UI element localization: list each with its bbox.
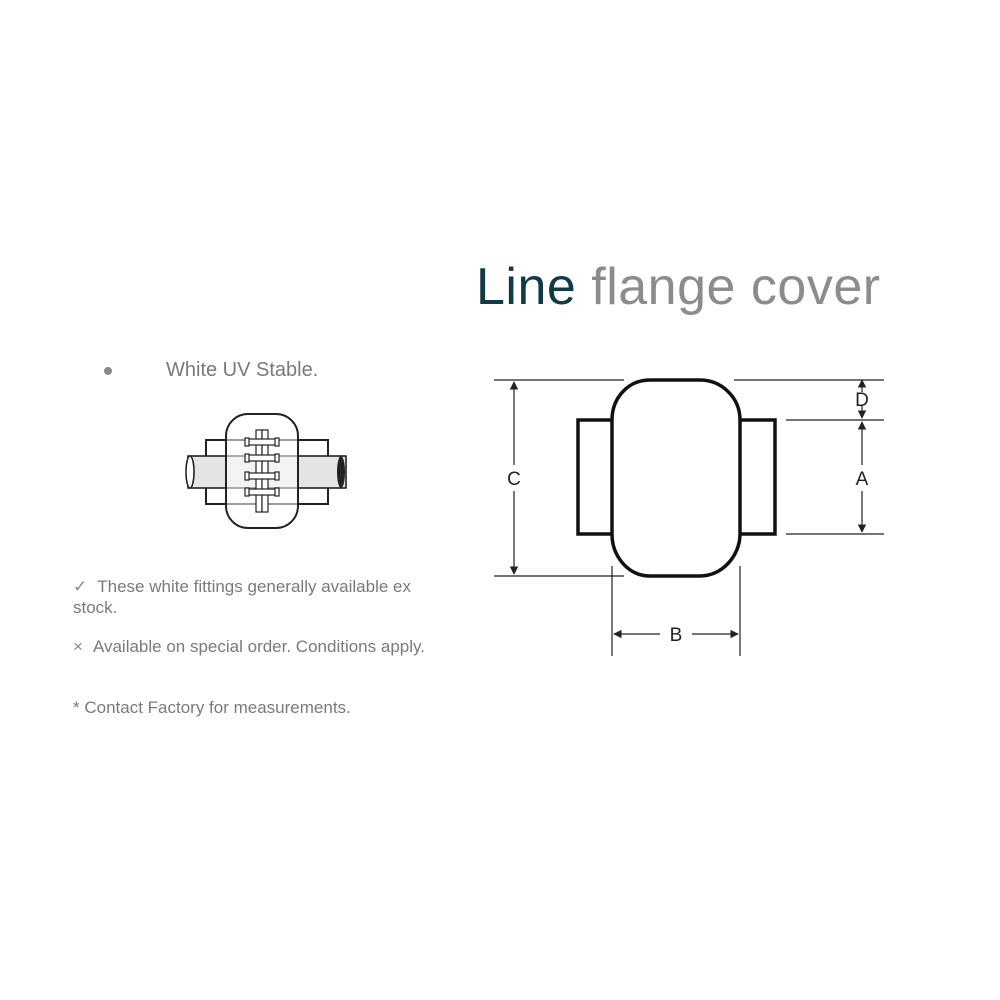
cover-body-outline — [610, 378, 742, 578]
dimension-diagram: C A D B — [494, 378, 884, 656]
note-special-order-text: Available on special order. Conditions a… — [92, 637, 425, 656]
page-title: Line flange cover — [476, 255, 881, 319]
feature-text: White UV Stable. — [166, 359, 319, 381]
note-stock-text: These white fittings generally available… — [73, 577, 411, 617]
check-icon: ✓ — [73, 577, 88, 596]
note-special-order: × Available on special order. Conditions … — [73, 636, 433, 657]
dim-label-a: A — [856, 469, 869, 490]
cross-icon: × — [73, 637, 83, 656]
dim-label-d: D — [855, 390, 869, 411]
dim-label-b: B — [670, 625, 683, 646]
note-contact-factory-text: * Contact Factory for measurements. — [73, 698, 351, 717]
title-word-flange-cover: flange cover — [591, 258, 881, 316]
title-word-line: Line — [476, 258, 577, 316]
product-illustration — [185, 413, 347, 529]
note-stock: ✓These white fittings generally availabl… — [73, 576, 433, 618]
bullet-dot-icon — [104, 367, 112, 375]
note-contact-factory: * Contact Factory for measurements. — [73, 697, 433, 718]
dim-label-c: C — [507, 469, 521, 490]
